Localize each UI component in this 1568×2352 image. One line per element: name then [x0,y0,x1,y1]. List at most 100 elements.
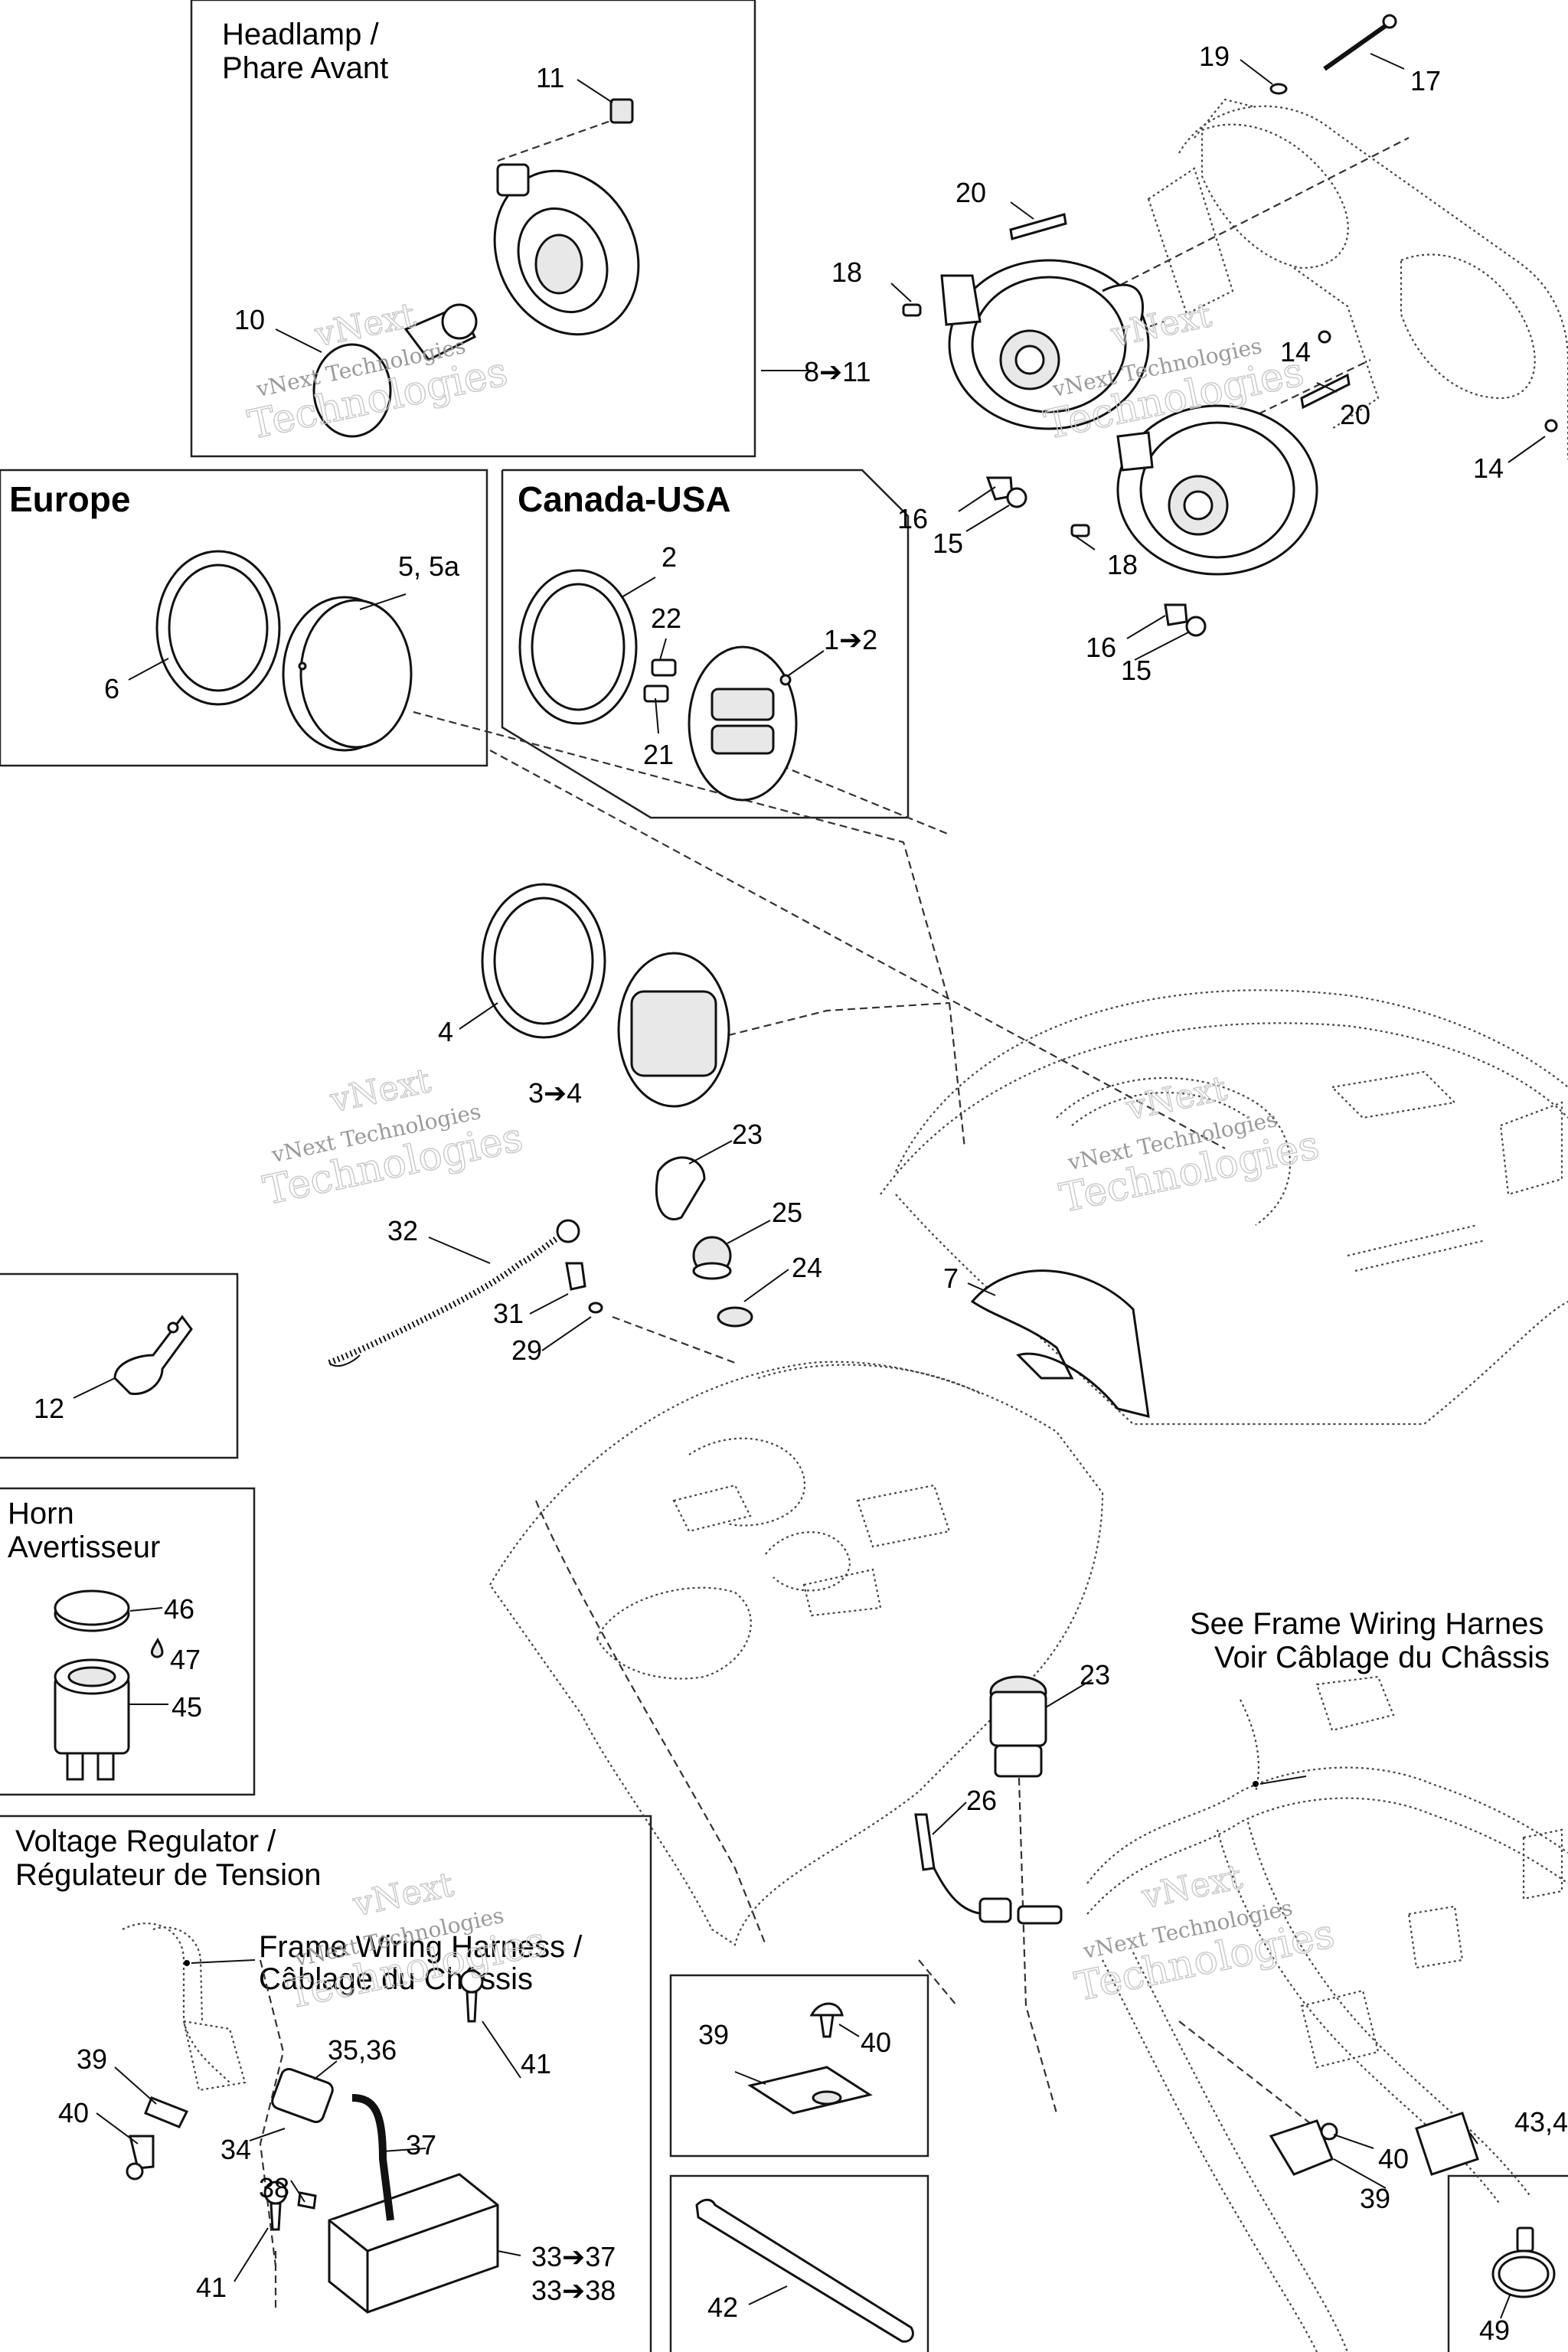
callout-4: 4 [438,1016,453,1047]
callout-41-upper: 41 [521,2048,551,2079]
callout-41-lower: 41 [196,2272,227,2303]
callout-31: 31 [493,1298,524,1329]
callout-43: 43,4 [1514,2106,1568,2138]
headlight-unit-lower [1116,404,1318,576]
callout-39-bracket: 39 [698,2019,729,2050]
callout-37: 37 [406,2129,436,2161]
bracket-39-40-parts [747,2002,873,2115]
callout-3-to-4: 3➔4 [528,1077,582,1109]
callout-16-upper: 16 [897,503,928,534]
ignition-tether-parts [328,1156,753,1367]
connector-parts-right [1269,2112,1479,2176]
headlight-hardware [902,14,1558,637]
callout-39-regulator: 39 [77,2043,107,2075]
frame-wiring-harness-label-fr: Câblage du Châssis [259,1962,533,1996]
item12-box [0,1272,239,1459]
watermark-harness: vNext vNext Technologies Technologies [1070,1857,1339,2011]
headlamp-title: Headlamp / [222,18,379,51]
europe-lens-parts [155,550,413,752]
callout-5-5a: 5, 5a [398,550,460,582]
item-7-deflector [970,1269,1150,1418]
watermark-headlamp: vNext vNext Technologies Technologies [243,295,512,449]
item-23-switch-lower [989,1675,1047,1778]
europe-title: Europe [9,479,130,519]
callout-20-upper: 20 [956,177,986,208]
callout-leaders [73,53,1546,2319]
callout-38: 38 [259,2172,289,2203]
voltage-regulator-parts [126,1969,499,2314]
item49-box [1447,2174,1568,2352]
horn-subtitle: Avertisseur [8,1530,160,1564]
frame-wiring-harness-label: Frame Wiring Harness / [259,1930,583,1964]
voltage-regulator-box [0,1815,652,2352]
headlamp-subtitle: Phare Avant [222,51,388,85]
horn-title: Horn [8,1497,74,1530]
callout-47: 47 [170,1644,201,1675]
callout-25: 25 [772,1197,802,1228]
item42-box [669,2174,929,2352]
regulator-harness-outline [122,1922,247,2092]
callout-8-to-11: 8➔11 [804,356,871,387]
callout-23-lower: 23 [1080,1659,1110,1690]
headlamp-box [190,0,756,458]
callout-35-36: 35,36 [328,2034,397,2066]
callout-33-to-38: 33➔38 [531,2275,616,2306]
canada-usa-title: Canada-USA [518,479,731,519]
callout-14-upper: 14 [1280,336,1311,368]
callout-14-lower: 14 [1473,452,1504,484]
console-body-outline [880,989,1568,1426]
canada-usa-lens-parts [518,569,798,802]
callout-6: 6 [104,673,119,704]
callout-23-upper: 23 [732,1119,763,1150]
callout-46: 46 [164,1593,194,1625]
horn-parts [54,1589,164,1781]
dashboard-panel-outline [488,1361,1104,1946]
callout-17: 17 [1410,65,1441,96]
gauge-lens-parts [481,883,730,1108]
callout-33-to-37: 33➔37 [531,2241,616,2272]
callout-15-lower: 15 [1121,655,1152,686]
callout-15-upper: 15 [933,528,963,559]
item-11-connector-icon [609,98,634,124]
see-frame-harness-note: See Frame Wiring Harnes [1190,1607,1544,1641]
see-frame-harness-note-fr: Voir Câblage du Châssis [1214,1641,1550,1674]
item-12-clip [113,1315,193,1396]
callout-39-right: 39 [1360,2183,1390,2214]
callout-26: 26 [966,1785,997,1816]
item-26-sensor [914,1813,1063,1925]
callout-49: 49 [1479,2314,1510,2346]
callout-16-lower: 16 [1086,632,1116,663]
callout-29: 29 [511,1334,542,1366]
callout-12: 12 [34,1393,64,1424]
callout-numbers: 11 10 8➔11 19 17 20 18 14 20 14 16 15 18… [34,41,1568,2346]
callout-19: 19 [1199,41,1230,72]
callout-40-regulator: 40 [58,2097,89,2128]
item39-40-box [669,1974,929,2158]
item-42-sleeve [695,2198,914,2343]
callout-10: 10 [234,304,265,335]
horn-box [0,1487,256,1796]
callout-40-bracket: 40 [861,2027,891,2058]
callout-18-lower: 18 [1107,549,1138,580]
headlight-housing-outline [1147,98,1568,459]
callout-22: 22 [651,603,681,634]
callout-34: 34 [220,2134,251,2165]
voltage-regulator-title: Voltage Regulator / [15,1824,276,1858]
callout-2: 2 [662,541,677,573]
callout-18-upper: 18 [831,256,862,288]
headlight-unit-upper [940,259,1150,430]
callout-11: 11 [536,62,564,93]
headlamp-bulb-assembly [312,98,640,438]
callout-7: 7 [943,1263,959,1294]
callout-21: 21 [643,739,674,770]
europe-box [0,469,488,767]
wiring-harness-outline [1086,1675,1568,2352]
voltage-regulator-subtitle: Régulateur de Tension [15,1858,322,1892]
watermark-console: vNext vNext Technologies Technologies [1055,1068,1324,1222]
callout-45: 45 [172,1691,202,1723]
watermark-left: vNext vNext Technologies Technologies [259,1060,528,1214]
item-49-clamp [1491,2226,1556,2298]
callout-20-lower: 20 [1340,399,1370,430]
